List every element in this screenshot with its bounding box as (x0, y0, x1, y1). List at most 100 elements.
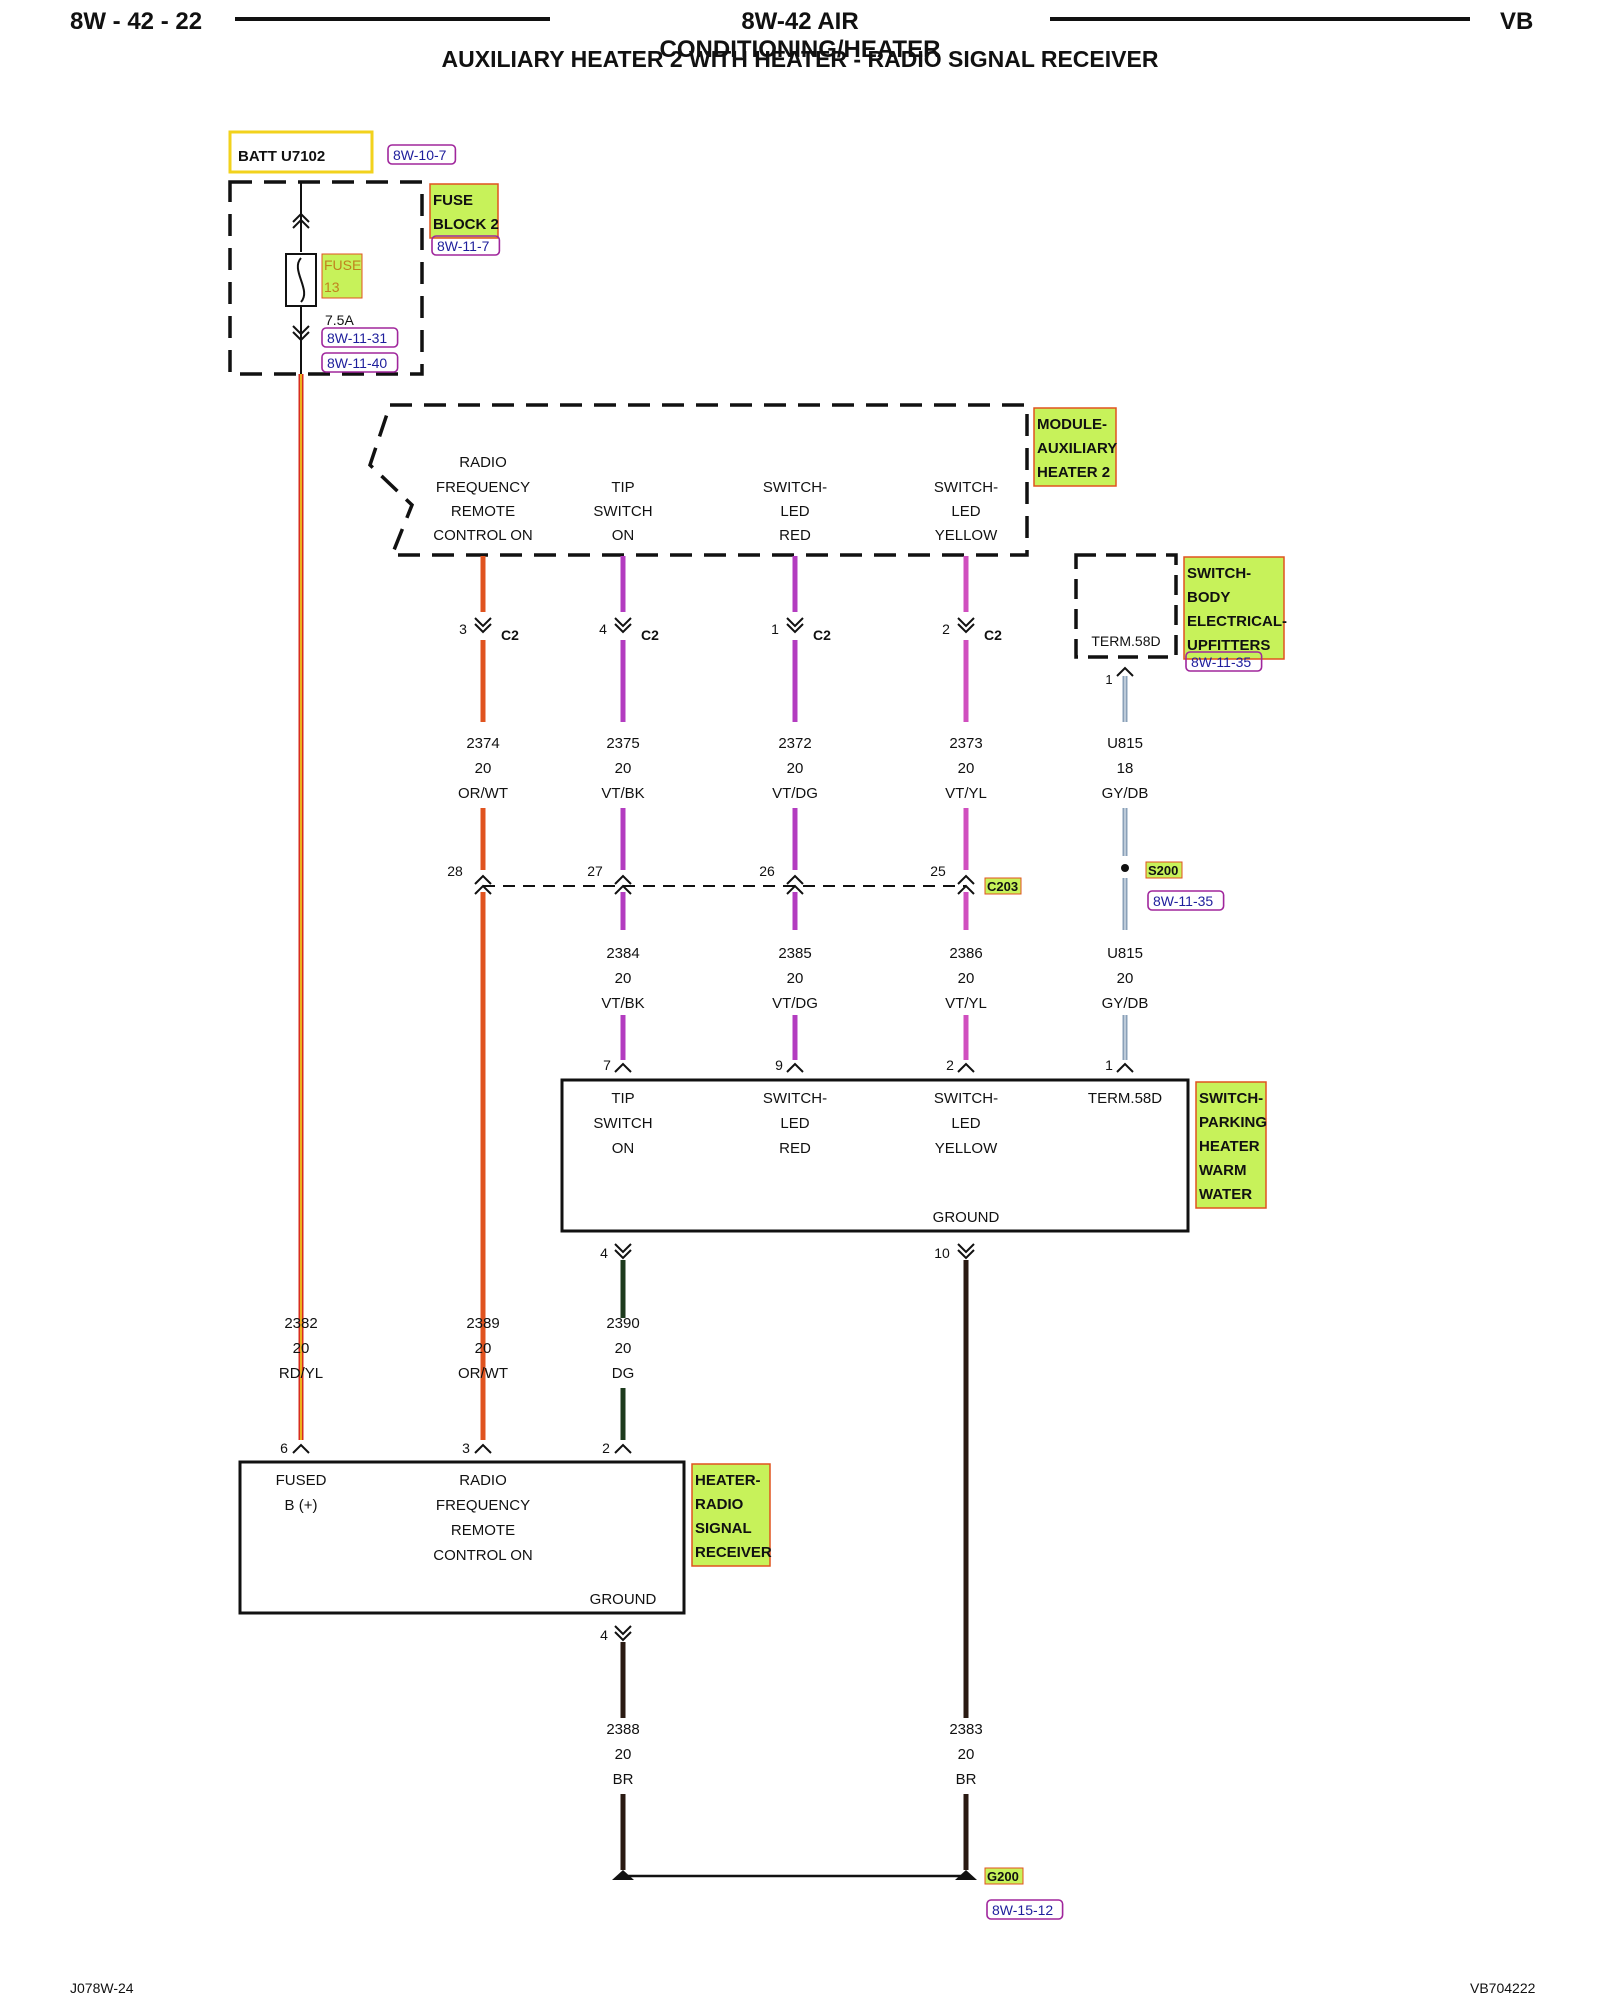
heater-radio-signal-receiver-box (238, 1460, 686, 1615)
fuse-block-ref-frame (431, 235, 501, 256)
module-pin-text: YELLOW (935, 527, 998, 544)
parking-switch-bottom-connector-inner (614, 1249, 632, 1260)
module-pin-text: SWITCH (593, 503, 652, 520)
receiver-bottom-pin: 4 (600, 1627, 608, 1643)
ground-g200-ref-frame (986, 1899, 1064, 1920)
lower-wire-circuit: 2382 (284, 1315, 317, 1332)
c203-pin-number: 26 (759, 863, 775, 879)
upper-wire-gauge: 18 (1117, 760, 1134, 777)
middle-wire-circuit: 2385 (778, 945, 811, 962)
parking-switch-bottom-connector-outer (614, 1243, 632, 1254)
ground-symbol-right (955, 1870, 977, 1880)
switch-body-label-line: ELECTRICAL- (1187, 613, 1287, 630)
connector-c2-pin-outer (474, 617, 492, 628)
upper-wire-circuit: 2374 (466, 735, 499, 752)
parking-switch-pin-number: 7 (603, 1057, 611, 1073)
connector-c2-pin-inner (786, 623, 804, 634)
diagram-subtitle: AUXILIARY HEATER 2 WITH HEATER - RADIO S… (441, 46, 1159, 72)
receiver-pin-text: FREQUENCY (436, 1497, 530, 1514)
receiver-label-line: HEATER- (695, 1472, 761, 1489)
parking-switch-connector (1116, 1062, 1134, 1073)
middle-wire-color: VT/YL (945, 995, 987, 1012)
parking-switch-pin-text: ON (612, 1140, 635, 1157)
parking-switch-connector (957, 1062, 975, 1073)
upper-wire-color: VT/DG (772, 785, 818, 802)
module-pin-text: REMOTE (451, 503, 515, 520)
switch-body-ref-frame (1185, 651, 1263, 672)
splice-s200-dot (1121, 864, 1129, 872)
module-pin-text: RED (779, 527, 811, 544)
ground-g200-label: G200 (987, 1869, 1019, 1884)
connector-c2-pin-outer (614, 617, 632, 628)
parking-switch-label-line: HEATER (1199, 1138, 1260, 1155)
receiver-pin-text: CONTROL ON (433, 1547, 532, 1564)
connector-c203-pin (786, 874, 804, 885)
upper-wire-circuit: 2373 (949, 735, 982, 752)
parking-switch-pin-text: RED (779, 1140, 811, 1157)
receiver-connector (614, 1443, 632, 1454)
module-pin-text: CONTROL ON (433, 527, 532, 544)
parking-switch-bottom-pin: 4 (600, 1245, 608, 1261)
fuse-ref-2-frame (321, 352, 399, 373)
middle-wire-gauge: 20 (615, 970, 632, 987)
footer-left-code: J078W-24 (70, 1980, 134, 1996)
lower-wire-gauge: 20 (475, 1340, 492, 1357)
receiver-connector (474, 1443, 492, 1454)
module-aux-heater-label-line: AUXILIARY (1037, 440, 1117, 457)
connector-c2-pin-outer (957, 617, 975, 628)
fuse-block-label-line: BLOCK 2 (433, 216, 499, 233)
parking-switch-connector (786, 1062, 804, 1073)
parking-switch-pin-text: TERM.58D (1088, 1090, 1162, 1107)
receiver-label-line: RECEIVER (695, 1544, 772, 1561)
receiver-ground-connector-inner (614, 1631, 632, 1642)
fuse-block-label-line: FUSE (433, 192, 473, 209)
parking-heater-switch-box (560, 1078, 1190, 1233)
receiver-label-line: SIGNAL (695, 1520, 752, 1537)
c203-pin-number: 28 (447, 863, 463, 879)
receiver-pin-text: REMOTE (451, 1522, 515, 1539)
fuse-block-outline (228, 180, 424, 376)
parking-switch-pin-text: YELLOW (935, 1140, 998, 1157)
parking-switch-label-line: WATER (1199, 1186, 1252, 1203)
receiver-pin-text: FUSED (276, 1472, 327, 1489)
parking-switch-ground-label: GROUND (933, 1209, 1000, 1226)
battery-source-label: BATT U7102 (238, 148, 325, 165)
receiver-label-line: RADIO (695, 1496, 744, 1513)
connector-c2-pin-inner (614, 623, 632, 634)
parking-switch-pin-number: 9 (775, 1057, 783, 1073)
connector-c203-pin (614, 874, 632, 885)
middle-wire-color: VT/DG (772, 995, 818, 1012)
model-code: VB (1500, 8, 1534, 35)
upper-wire-gauge: 20 (615, 760, 632, 777)
connector-c2-pin-inner (957, 623, 975, 634)
upper-wire-color: OR/WT (458, 785, 508, 802)
parking-switch-label-line: PARKING (1199, 1114, 1267, 1131)
upper-wire-color: VT/BK (601, 785, 644, 802)
battery-source-box (228, 130, 374, 174)
upper-wire-gauge: 20 (958, 760, 975, 777)
fuse-block-ref: 8W-11-7 (437, 238, 490, 254)
parking-switch-pin-text: SWITCH- (763, 1090, 827, 1107)
receiver-pin-text: RADIO (459, 1472, 507, 1489)
module-pin-text: SWITCH- (934, 479, 998, 496)
ground-wire-gauge: 20 (958, 1746, 975, 1763)
fuse-label-line: 13 (324, 279, 340, 295)
c203-label-box (984, 877, 1022, 895)
upper-wire-gauge: 20 (787, 760, 804, 777)
middle-wire-circuit: 2386 (949, 945, 982, 962)
switch-body-label-box (1183, 556, 1285, 660)
module-aux-heater-label-line: HEATER 2 (1037, 464, 1110, 481)
upper-wire-circuit: 2372 (778, 735, 811, 752)
parking-switch-label-line: WARM (1199, 1162, 1247, 1179)
middle-wire-gauge: 20 (787, 970, 804, 987)
lower-wire-circuit: 2389 (466, 1315, 499, 1332)
receiver-label-box (691, 1463, 771, 1567)
c203-pin-number: 27 (587, 863, 603, 879)
parking-switch-pin-number: 2 (946, 1057, 954, 1073)
c2-connector-label: C2 (813, 627, 831, 643)
splice-s200-box (1145, 861, 1183, 879)
receiver-ground-label: GROUND (590, 1591, 657, 1608)
splice-s200-ref: 8W-11-35 (1153, 893, 1213, 909)
